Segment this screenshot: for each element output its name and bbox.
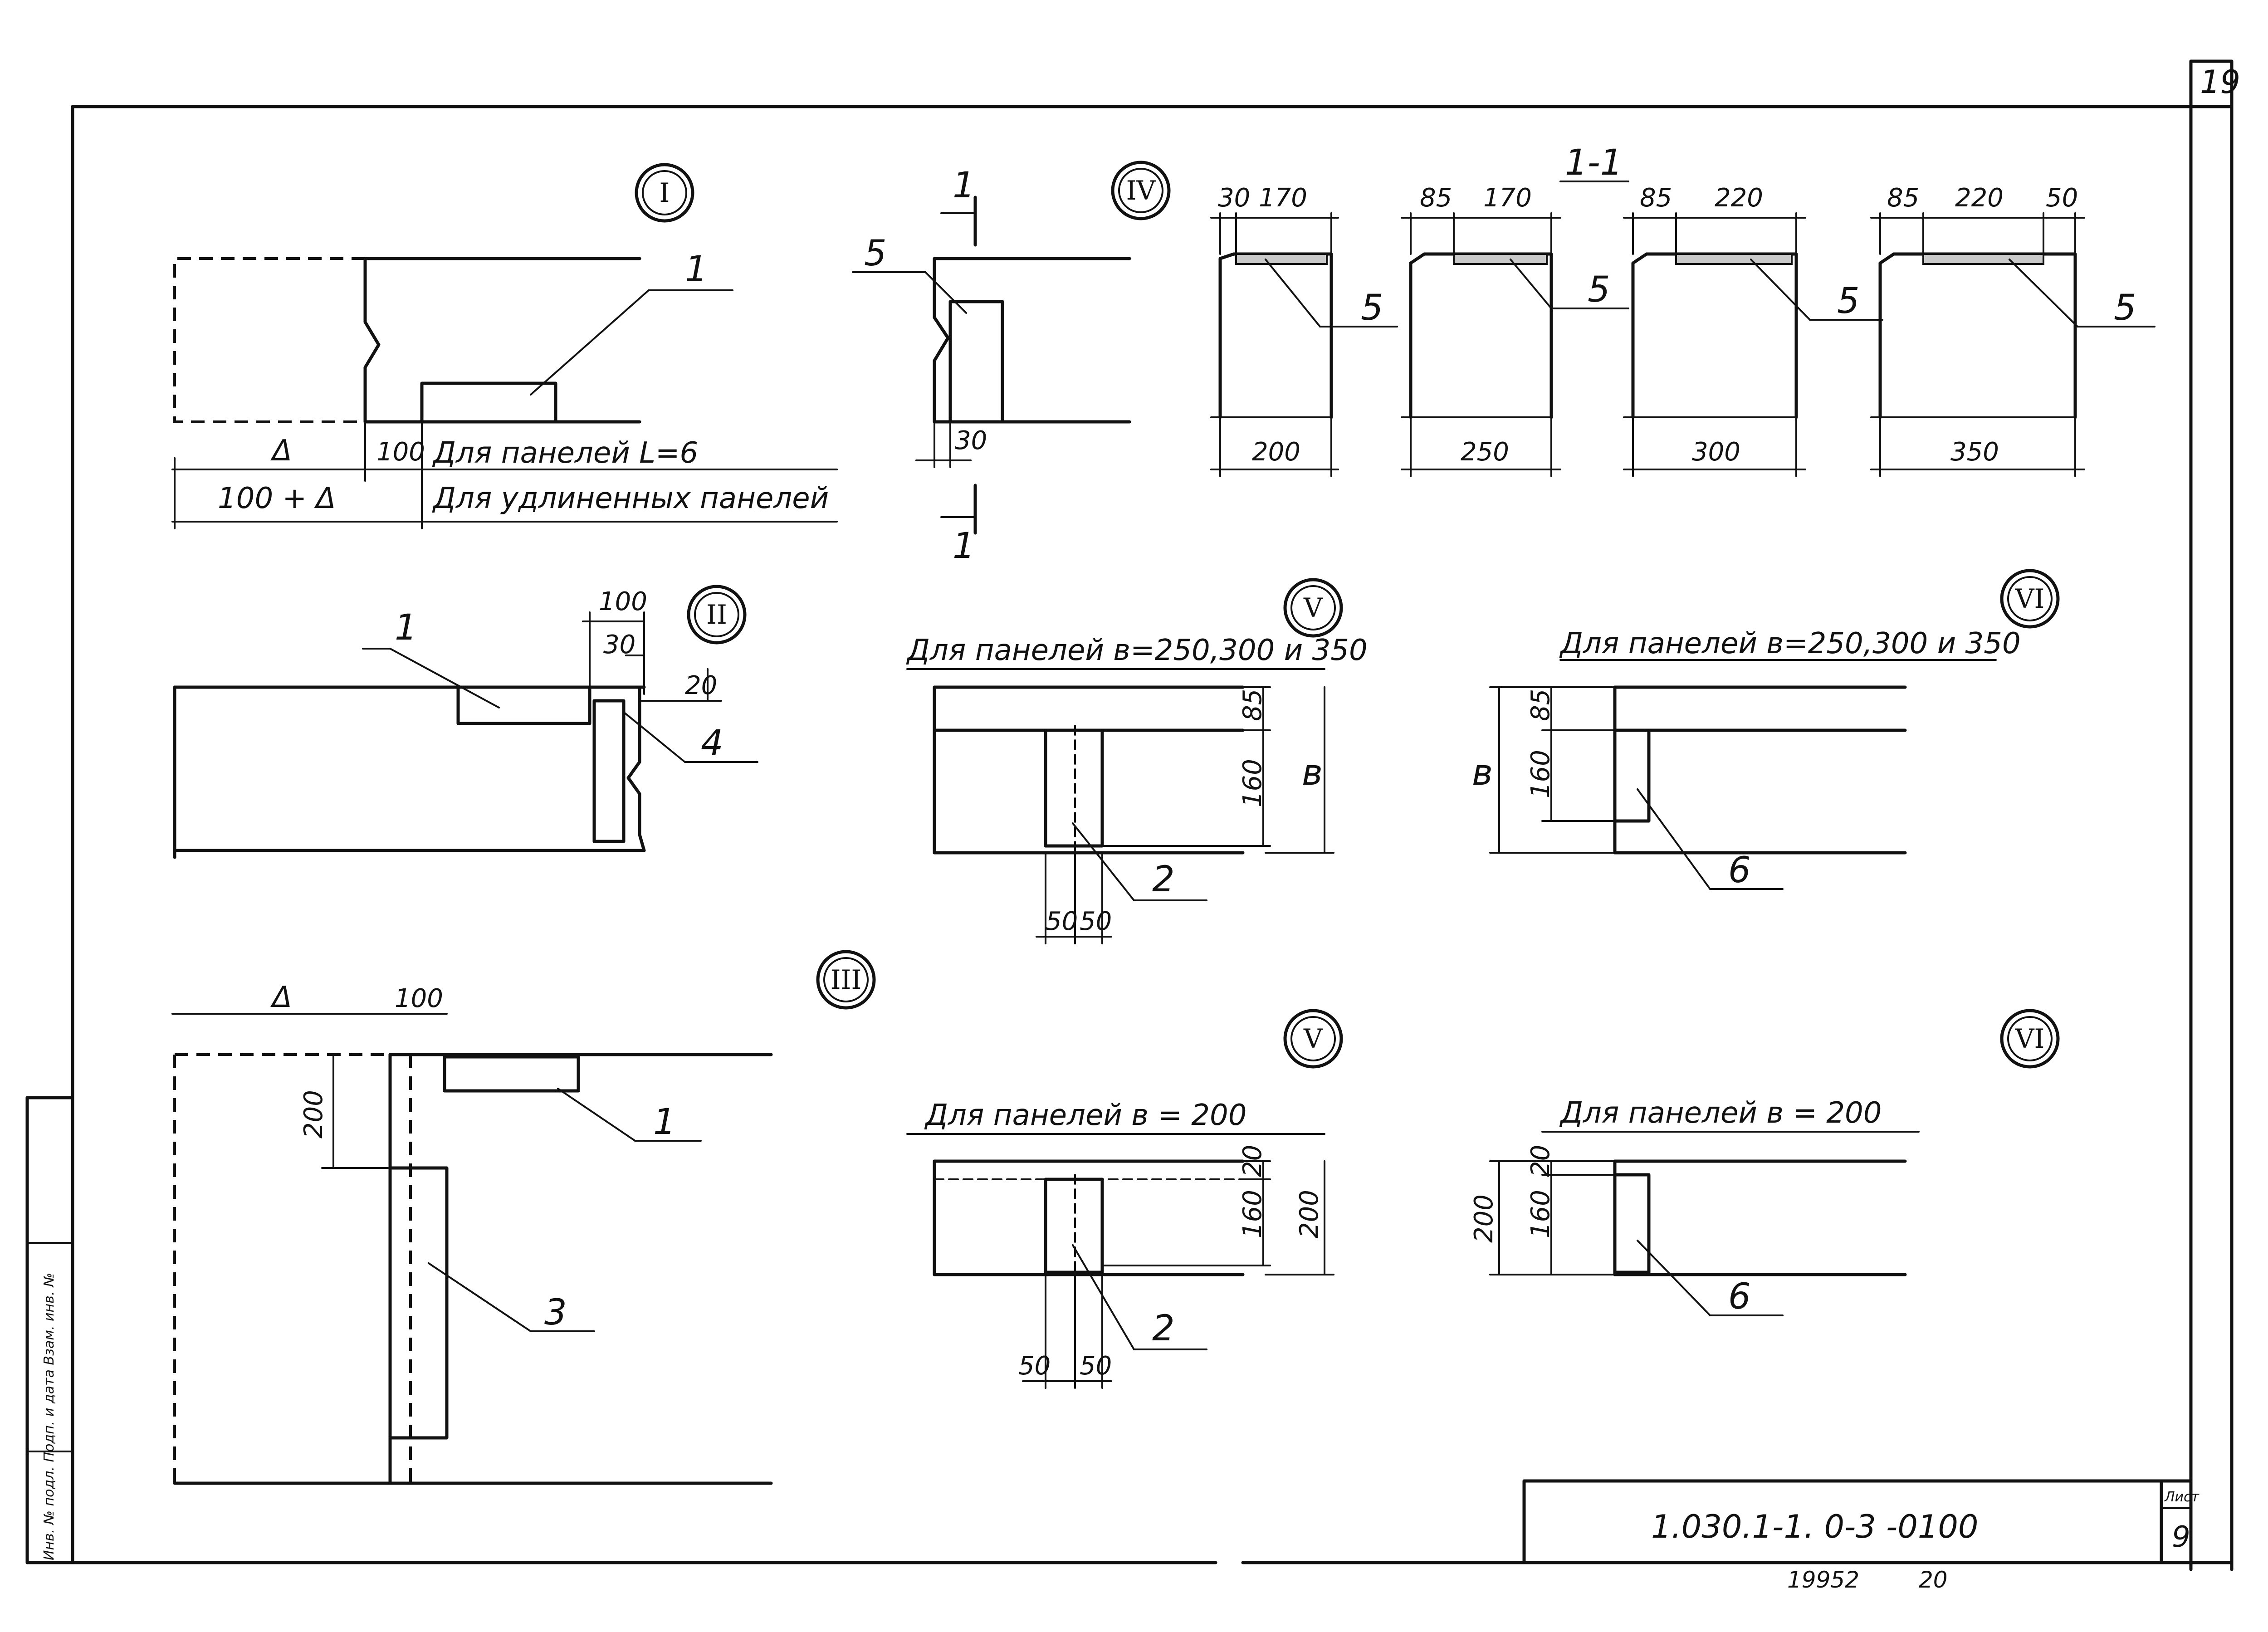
footer-copy-number: 20 [1919,1567,1948,1593]
view-VI-wide-dim-160: 160 [1526,750,1555,798]
view-IV-dim-30: 30 [955,426,987,455]
view-V-200-position-2: 2 [1152,1308,1175,1349]
view-V-wide-dim-50b: 50 [1080,907,1112,936]
view-I-dim-100-delta: 100 + Δ [218,482,336,515]
view-II-dim-20: 20 [685,671,717,700]
side-stamp: Инв. № подл. Подп. и дата Взам. инв. № [41,1273,57,1560]
view-VI-200-dim-160: 160 [1526,1190,1555,1238]
view-III-delta: Δ [270,981,292,1014]
section-350: 85 220 50 350 5 [1870,183,2156,477]
view-VI-200: VI Для панелей в = 200 20 160 200 6 [1469,1009,2060,1317]
section-300: 85 220 300 5 [1623,183,1883,477]
view-V-wide-position-2: 2 [1152,859,1175,900]
view-V-200-dim-50b: 50 [1080,1351,1112,1381]
view-II-dim-100: 100 [599,587,647,616]
callout-III: III [831,964,862,995]
section-250-top-b: 170 [1483,183,1532,213]
view-V-200-dim-160: 160 [1238,1190,1267,1238]
section-200-top-b: 170 [1259,183,1307,213]
view-II-position-1: 1 [395,607,417,648]
callout-V-200: V [1303,1023,1323,1054]
section-350-position-5: 5 [2114,288,2136,328]
page-number: 19 [2200,64,2240,101]
view-VI-wide-caption: Для панелей в=250,300 и 350 [1559,627,2021,660]
section-300-width: 300 [1692,437,1740,467]
view-VI-200-caption: Для панелей в = 200 [1559,1096,1882,1130]
section-350-top-a: 85 [1887,183,1919,213]
section-250-top-a: 85 [1420,183,1452,213]
view-VI-wide-dim-b: в [1472,752,1493,793]
view-II-dim-30: 30 [603,630,635,660]
sheet-number: 9 [2172,1520,2190,1554]
section-350-width: 350 [1950,437,1999,467]
section-350-top-c: 50 [2046,183,2078,213]
view-IV: IV 1 1 5 30 [852,161,1171,567]
document-code: 1.030.1-1. 0-3 -0100 [1651,1508,1978,1545]
footer-inventory-number: 19952 [1787,1567,1859,1593]
callout-V-wide: V [1303,592,1323,623]
view-V-200-dim-50a: 50 [1018,1351,1051,1381]
section-200: 30 170 200 5 [1210,183,1398,477]
section-200-top-a: 30 [1218,183,1250,213]
callout-VI-wide: VI [2015,583,2045,614]
view-I-dim-100: 100 [376,437,425,467]
view-V-wide-dim-85: 85 [1238,689,1267,721]
view-V-wide-dim-160: 160 [1238,759,1267,807]
view-VI-wide-position-6: 6 [1728,850,1751,891]
view-I: I 1 Δ 100 Для панелей L=6 100 + Δ Для уд… [171,163,838,529]
view-I-note-long: Для удлиненных панелей [432,482,829,515]
view-II-position-4: 4 [701,723,723,764]
view-III-dim-200: 200 [299,1090,328,1138]
view-VI-wide-dim-85: 85 [1526,689,1555,721]
section-200-position-5: 5 [1361,288,1383,328]
callout-IV: IV [1126,175,1156,206]
view-I-note-L6: Для панелей L=6 [432,436,698,470]
section-350-top-b: 220 [1955,183,2004,213]
view-VI-200-position-6: 6 [1728,1276,1751,1317]
section-250-position-5: 5 [1588,269,1610,310]
section-250-width: 250 [1461,437,1509,467]
view-V-200-dim-20: 20 [1238,1145,1267,1177]
sheet-frame [25,59,2234,1571]
section-200-width: 200 [1252,437,1300,467]
section-1-1: 1-1 30 170 200 5 [1210,142,2156,477]
view-III: III 1 3 Δ 100 200 [171,950,876,1485]
view-IV-cut-mark-bottom: 1 [953,526,975,567]
view-II: II 1 4 100 30 20 [173,585,758,859]
view-VI-200-dim-200: 200 [1469,1194,1499,1243]
view-III-dim-100: 100 [395,984,443,1013]
section-300-top-b: 220 [1715,183,1763,213]
callout-VI-200: VI [2015,1023,2045,1054]
view-III-position-1: 1 [653,1102,676,1143]
section-300-top-a: 85 [1640,183,1672,213]
view-IV-position-5: 5 [864,233,887,274]
view-V-200-caption: Для панелей в = 200 [924,1099,1246,1132]
callout-I: I [660,177,670,208]
view-I-position-1: 1 [685,249,708,290]
section-300-position-5: 5 [1837,281,1860,322]
view-V-wide: V Для панелей в=250,300 и 350 85 160 в 5… [906,578,1368,944]
section-1-1-title: 1-1 [1565,142,1623,183]
view-V-200: V Для панелей в = 200 20 160 200 50 50 2 [906,1009,1343,1389]
view-III-position-3: 3 [544,1292,567,1333]
section-250: 85 170 250 5 [1401,183,1629,477]
view-V-wide-dim-b: в [1302,752,1323,793]
view-VI-wide: VI Для панелей в=250,300 и 350 85 160 в … [1472,569,2060,891]
view-V-wide-dim-50a: 50 [1046,907,1078,936]
view-IV-cut-mark-top: 1 [953,165,975,206]
view-V-200-dim-200: 200 [1295,1190,1324,1238]
view-I-delta: Δ [270,434,292,468]
callout-II: II [706,599,727,630]
sheet-label: Лист [2164,1489,2200,1505]
view-V-wide-caption: Для панелей в=250,300 и 350 [906,634,1368,667]
